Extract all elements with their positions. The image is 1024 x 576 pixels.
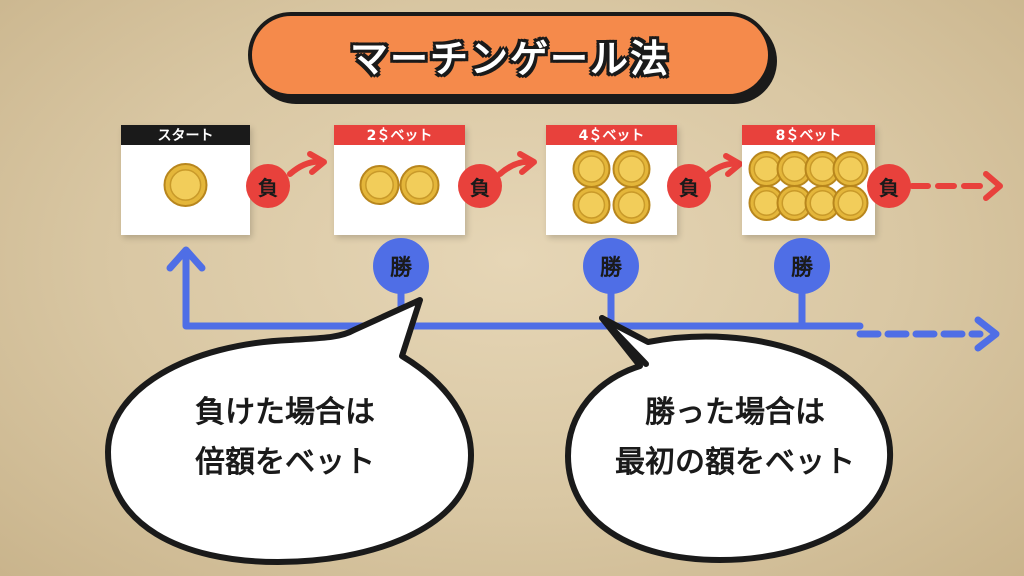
coin-face — [837, 156, 864, 182]
coin-face — [365, 170, 394, 200]
lose-dashed-arrowhead — [983, 171, 1003, 201]
coin-face — [577, 191, 606, 219]
bubble-right-shape — [565, 315, 894, 563]
coin-face — [781, 190, 808, 216]
coin-stack-2 — [359, 165, 440, 205]
coin-face — [617, 155, 646, 183]
coin-stack-8 — [748, 151, 869, 221]
win-return-path — [166, 246, 1000, 352]
lose-badge-2: 負 — [458, 164, 502, 208]
coin-face — [405, 170, 434, 200]
lose-arrows — [287, 151, 1003, 201]
return-dashed-arrowhead — [974, 316, 1000, 352]
step-label-8: 8＄ベット — [742, 125, 875, 145]
lose-arrow-2-head — [517, 151, 537, 175]
step-card-8: 8＄ベット — [742, 125, 875, 235]
bubble-left-line2: 倍額をベット — [195, 445, 375, 480]
return-line — [182, 248, 864, 330]
coin-face — [169, 169, 202, 201]
step-card-2: 2＄ベット — [334, 125, 465, 235]
coin-stack-4 — [572, 150, 651, 224]
coin-face — [837, 190, 864, 216]
bubble-right-line1: 勝った場合は — [645, 395, 825, 430]
bubble-left-line1: 負けた場合は — [195, 395, 375, 430]
return-arrowhead — [166, 246, 206, 272]
step-label-4: 4＄ベット — [546, 125, 677, 145]
lose-arrow-3-head — [723, 153, 743, 177]
coin-face — [753, 190, 780, 216]
bubble-left-text: 負けた場合は 倍額をベット — [140, 388, 430, 488]
bubble-right-text: 勝った場合は 最初の額をベット — [590, 388, 880, 488]
step-card-start: スタート — [121, 125, 250, 235]
coin-face — [753, 156, 780, 182]
step-card-4: 4＄ベット — [546, 125, 677, 235]
bubble-right-line2: 最初の額をベット — [615, 445, 855, 480]
coin-stack-1 — [163, 163, 208, 207]
win-badge-1: 勝 — [373, 238, 429, 294]
title-banner: マーチンゲール法 — [248, 12, 772, 98]
coin-face — [781, 156, 808, 182]
lose-badge-4: 負 — [867, 164, 911, 208]
lose-badge-3: 負 — [667, 164, 711, 208]
step-label-2: 2＄ベット — [334, 125, 465, 145]
win-badge-3: 勝 — [774, 238, 830, 294]
coin-face — [577, 155, 606, 183]
lose-arrow-1-head — [307, 151, 327, 175]
win-badge-2: 勝 — [583, 238, 639, 294]
page-title: マーチンゲール法 — [349, 36, 670, 81]
bubble-right-border — [599, 315, 649, 367]
bubble-left-shape — [105, 297, 474, 565]
lose-badge-1: 負 — [246, 164, 290, 208]
step-label-start: スタート — [121, 125, 250, 145]
coin-face — [809, 156, 836, 182]
coin-face — [617, 191, 646, 219]
coin-face — [809, 190, 836, 216]
